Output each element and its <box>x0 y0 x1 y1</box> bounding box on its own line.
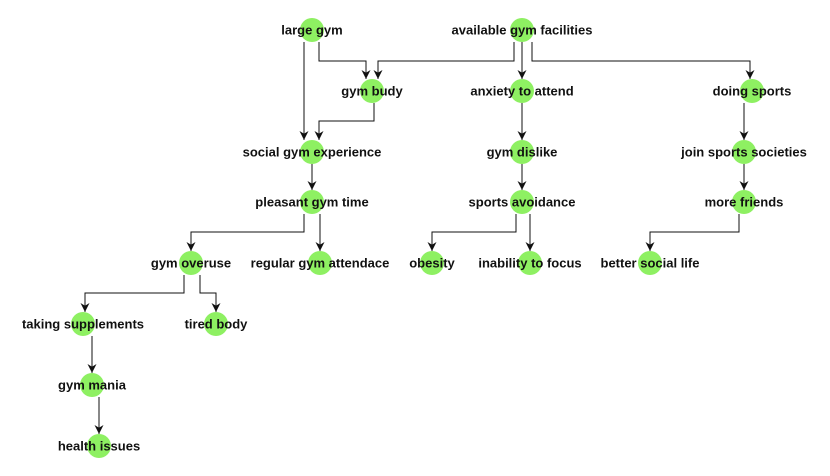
node-circle <box>87 434 111 458</box>
node-circle <box>300 18 324 42</box>
node-circle <box>80 373 104 397</box>
edge-available-gym-facilities-to-gym-budy <box>373 42 515 79</box>
node-label: tired body <box>185 317 249 332</box>
node-circle <box>308 251 332 275</box>
node-label: available gym facilities <box>452 23 593 38</box>
node-obesity: obesity <box>409 251 456 275</box>
node-label: more friends <box>705 195 784 210</box>
node-label: large gym <box>281 23 342 38</box>
node-large-gym: large gym <box>281 18 343 42</box>
node-gym-dislike: gym dislike <box>487 140 558 164</box>
node-label: gym budy <box>341 84 403 99</box>
node-label: health issues <box>58 439 140 454</box>
node-circle <box>360 79 384 103</box>
edge-gym-overuse-to-taking-supplements <box>80 275 185 312</box>
node-circle <box>732 140 756 164</box>
node-circle <box>638 251 662 275</box>
node-doing-sports: doing sports <box>713 79 792 103</box>
node-label: gym mania <box>58 378 127 393</box>
edge-available-gym-facilities-to-doing-sports <box>531 42 755 79</box>
node-label: anxiety to attend <box>470 84 573 99</box>
node-social-gym-experience: social gym experience <box>243 140 382 164</box>
node-circle <box>740 79 764 103</box>
node-circle <box>300 190 324 214</box>
node-circle <box>518 251 542 275</box>
node-label: sports avoidance <box>469 195 576 210</box>
nodes: large gym available gym facilities gym bud… <box>22 18 807 458</box>
node-gym-budy: gym budy <box>341 79 403 103</box>
node-better-social-life: better social life <box>601 251 700 275</box>
node-circle <box>510 140 534 164</box>
edge-sports-avoidance-to-obesity <box>427 214 517 251</box>
node-label: join sports societies <box>680 145 807 160</box>
edge-pleasant-gym-time-to-gym-overuse <box>186 214 305 251</box>
node-circle <box>510 79 534 103</box>
node-tired-body: tired body <box>185 312 249 336</box>
edges <box>80 42 755 434</box>
node-regular-gym-attendace: regular gym attendace <box>251 251 390 275</box>
node-gym-overuse: gym overuse <box>151 251 231 275</box>
node-label: taking supplements <box>22 317 144 332</box>
node-available-gym-facilities: available gym facilities <box>452 18 593 42</box>
edge-large-gym-to-gym-budy <box>318 42 371 79</box>
edge-more-friends-to-better-social-life <box>645 214 740 251</box>
node-circle <box>179 251 203 275</box>
node-circle <box>420 251 444 275</box>
node-more-friends: more friends <box>705 190 784 214</box>
node-label: gym overuse <box>151 256 231 271</box>
node-circle <box>732 190 756 214</box>
node-circle <box>204 312 228 336</box>
node-label: better social life <box>601 256 700 271</box>
node-anxiety-to-attend: anxiety to attend <box>470 79 574 103</box>
node-label: doing sports <box>713 84 792 99</box>
node-circle <box>71 312 95 336</box>
node-label: social gym experience <box>243 145 382 160</box>
node-pleasant-gym-time: pleasant gym time <box>255 190 369 214</box>
node-join-sports-societies: join sports societies <box>680 140 807 164</box>
edge-gym-overuse-to-tired-body <box>199 275 221 312</box>
node-sports-avoidance: sports avoidance <box>469 190 576 214</box>
node-circle <box>510 18 534 42</box>
node-label: obesity <box>409 256 455 271</box>
node-circle <box>300 140 324 164</box>
node-health-issues: health issues <box>58 434 140 458</box>
node-label: regular gym attendace <box>251 256 390 271</box>
node-inability-to-focus: inability to focus <box>478 251 582 275</box>
node-gym-mania: gym mania <box>58 373 127 397</box>
node-label: pleasant gym time <box>255 195 368 210</box>
node-circle <box>510 190 534 214</box>
node-label: gym dislike <box>487 145 558 160</box>
node-taking-supplements: taking supplements <box>22 312 144 336</box>
edge-gym-budy-to-social-gym-experience <box>314 103 375 140</box>
node-label: inability to focus <box>478 256 581 271</box>
